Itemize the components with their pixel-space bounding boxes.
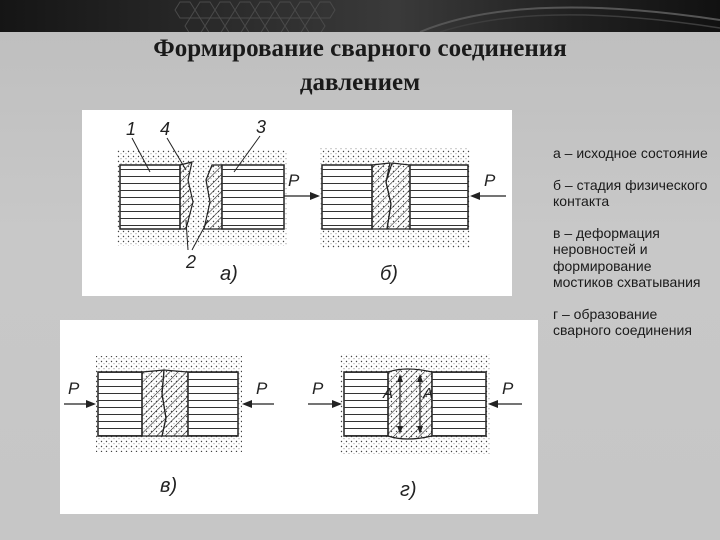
stage-label-a: а) bbox=[220, 263, 238, 285]
label-part-3: 3 bbox=[256, 117, 266, 137]
force-label-right-b: P bbox=[484, 171, 496, 190]
stage-label-g: г) bbox=[400, 479, 417, 501]
legend-item-a: а – исходное состояние bbox=[553, 145, 708, 161]
stage-label-b: б) bbox=[380, 263, 398, 285]
decorative-hex-pattern bbox=[174, 1, 720, 32]
label-part-4: 4 bbox=[160, 119, 170, 139]
figure-panel-top: 1 4 3 2 а) P P б) bbox=[82, 110, 512, 296]
arrow-label-left-g: A bbox=[382, 385, 393, 402]
diagram-stages-v-g: P P в) A A P P bbox=[64, 354, 522, 501]
stage-a-diagram: 1 4 3 2 а) bbox=[117, 117, 287, 285]
legend-item-v: в – деформация неровностей и формировани… bbox=[553, 224, 701, 291]
figure-panel-bottom: P P в) A A P P bbox=[60, 320, 538, 514]
diagram-stages-a-b: 1 4 3 2 а) P P б) bbox=[117, 117, 506, 285]
label-part-2: 2 bbox=[185, 252, 196, 272]
stage-g-diagram: A A P P г) bbox=[308, 354, 522, 501]
stage-label-v: в) bbox=[160, 475, 177, 497]
legend-item-b: б – стадия физического контакта bbox=[553, 176, 708, 210]
force-label-left-b: P bbox=[288, 171, 300, 190]
stage-v-diagram: P P в) bbox=[64, 356, 274, 497]
title-line-2: давлением bbox=[299, 69, 421, 96]
header-banner bbox=[0, 0, 720, 32]
force-label-right-g: P bbox=[502, 379, 514, 398]
force-label-left-g: P bbox=[312, 379, 324, 398]
legend: а – исходное состояние б – стадия физиче… bbox=[553, 145, 713, 354]
arrow-label-right-g: A bbox=[422, 385, 433, 402]
stage-b-diagram: P P б) bbox=[284, 148, 506, 285]
force-label-right-v: P bbox=[256, 379, 268, 398]
label-part-1: 1 bbox=[126, 119, 136, 139]
slide-title: Формирование сварного соединения давлени… bbox=[40, 32, 680, 100]
title-line-1: Формирование сварного соединения bbox=[153, 35, 567, 62]
force-label-left-v: P bbox=[68, 379, 80, 398]
legend-item-g: г – образование сварного соединения bbox=[553, 305, 692, 339]
